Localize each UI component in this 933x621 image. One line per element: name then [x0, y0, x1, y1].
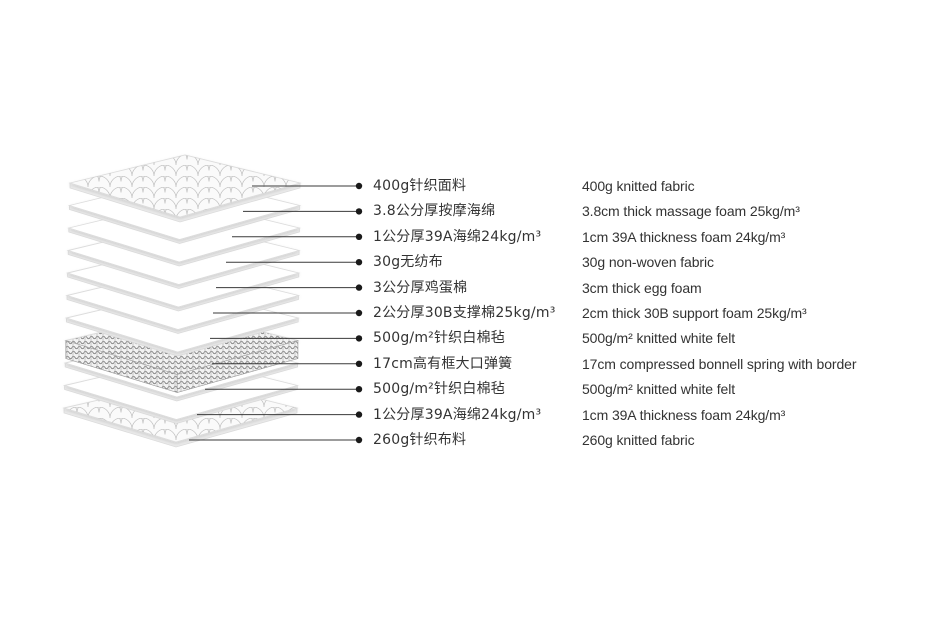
leader-dot-8 — [355, 360, 363, 367]
leader-dot-11 — [355, 436, 363, 444]
leader-dot-4 — [355, 259, 363, 266]
layer-label-cn-1: 400g针织面料 — [373, 178, 467, 194]
leader-dot-10 — [355, 411, 363, 418]
layer-label-en-10: 1cm 39A thickness foam 24kg/m³ — [582, 406, 786, 423]
layer-label-en-1: 400g knitted fabric — [582, 178, 695, 194]
layer-label-cn-5: 3公分厚鸡蛋棉 — [373, 279, 468, 296]
leader-dot-1 — [355, 182, 363, 190]
layer-label-en-5: 3cm thick egg foam — [582, 279, 702, 296]
leader-dot-5 — [355, 284, 363, 291]
leader-dot-6 — [355, 309, 363, 317]
layer-label-en-3: 1cm 39A thickness foam 24kg/m³ — [582, 228, 786, 245]
leader-dot-3 — [355, 233, 363, 240]
layer-label-cn-6: 2公分厚30B支撑棉25kg/m³ — [373, 305, 556, 321]
layer-label-cn-8: 17cm高有框大口弹簧 — [373, 355, 513, 372]
layer-label-en-2: 3.8cm thick massage foam 25kg/m³ — [582, 203, 800, 220]
layer-label-cn-11: 260g针织布料 — [373, 432, 467, 448]
layer-label-cn-4: 30g无纺布 — [373, 254, 443, 271]
layer-label-en-4: 30g non-woven fabric — [582, 254, 714, 271]
leader-dot-2 — [355, 208, 363, 215]
layer-label-cn-7: 500g/m²针织白棉毡 — [373, 330, 505, 347]
layer-label-en-8: 17cm compressed bonnell spring with bord… — [582, 355, 857, 372]
layer-sheet-1 — [68, 154, 302, 223]
layer-label-en-11: 260g knitted fabric — [582, 432, 695, 448]
layer-label-cn-9: 500g/m²针织白棉毡 — [373, 381, 505, 398]
layer-label-cn-3: 1公分厚39A海绵24kg/m³ — [373, 228, 542, 245]
layer-label-en-6: 2cm thick 30B support foam 25kg/m³ — [582, 305, 807, 321]
leader-dot-9 — [355, 386, 363, 393]
leader-dot-7 — [355, 335, 363, 342]
layer-label-en-9: 500g/m² knitted white felt — [582, 381, 736, 398]
layer-label-cn-10: 1公分厚39A海绵24kg/m³ — [373, 406, 542, 423]
layer-label-cn-2: 3.8公分厚按摩海绵 — [373, 203, 496, 220]
layer-label-en-7: 500g/m² knitted white felt — [582, 330, 736, 347]
